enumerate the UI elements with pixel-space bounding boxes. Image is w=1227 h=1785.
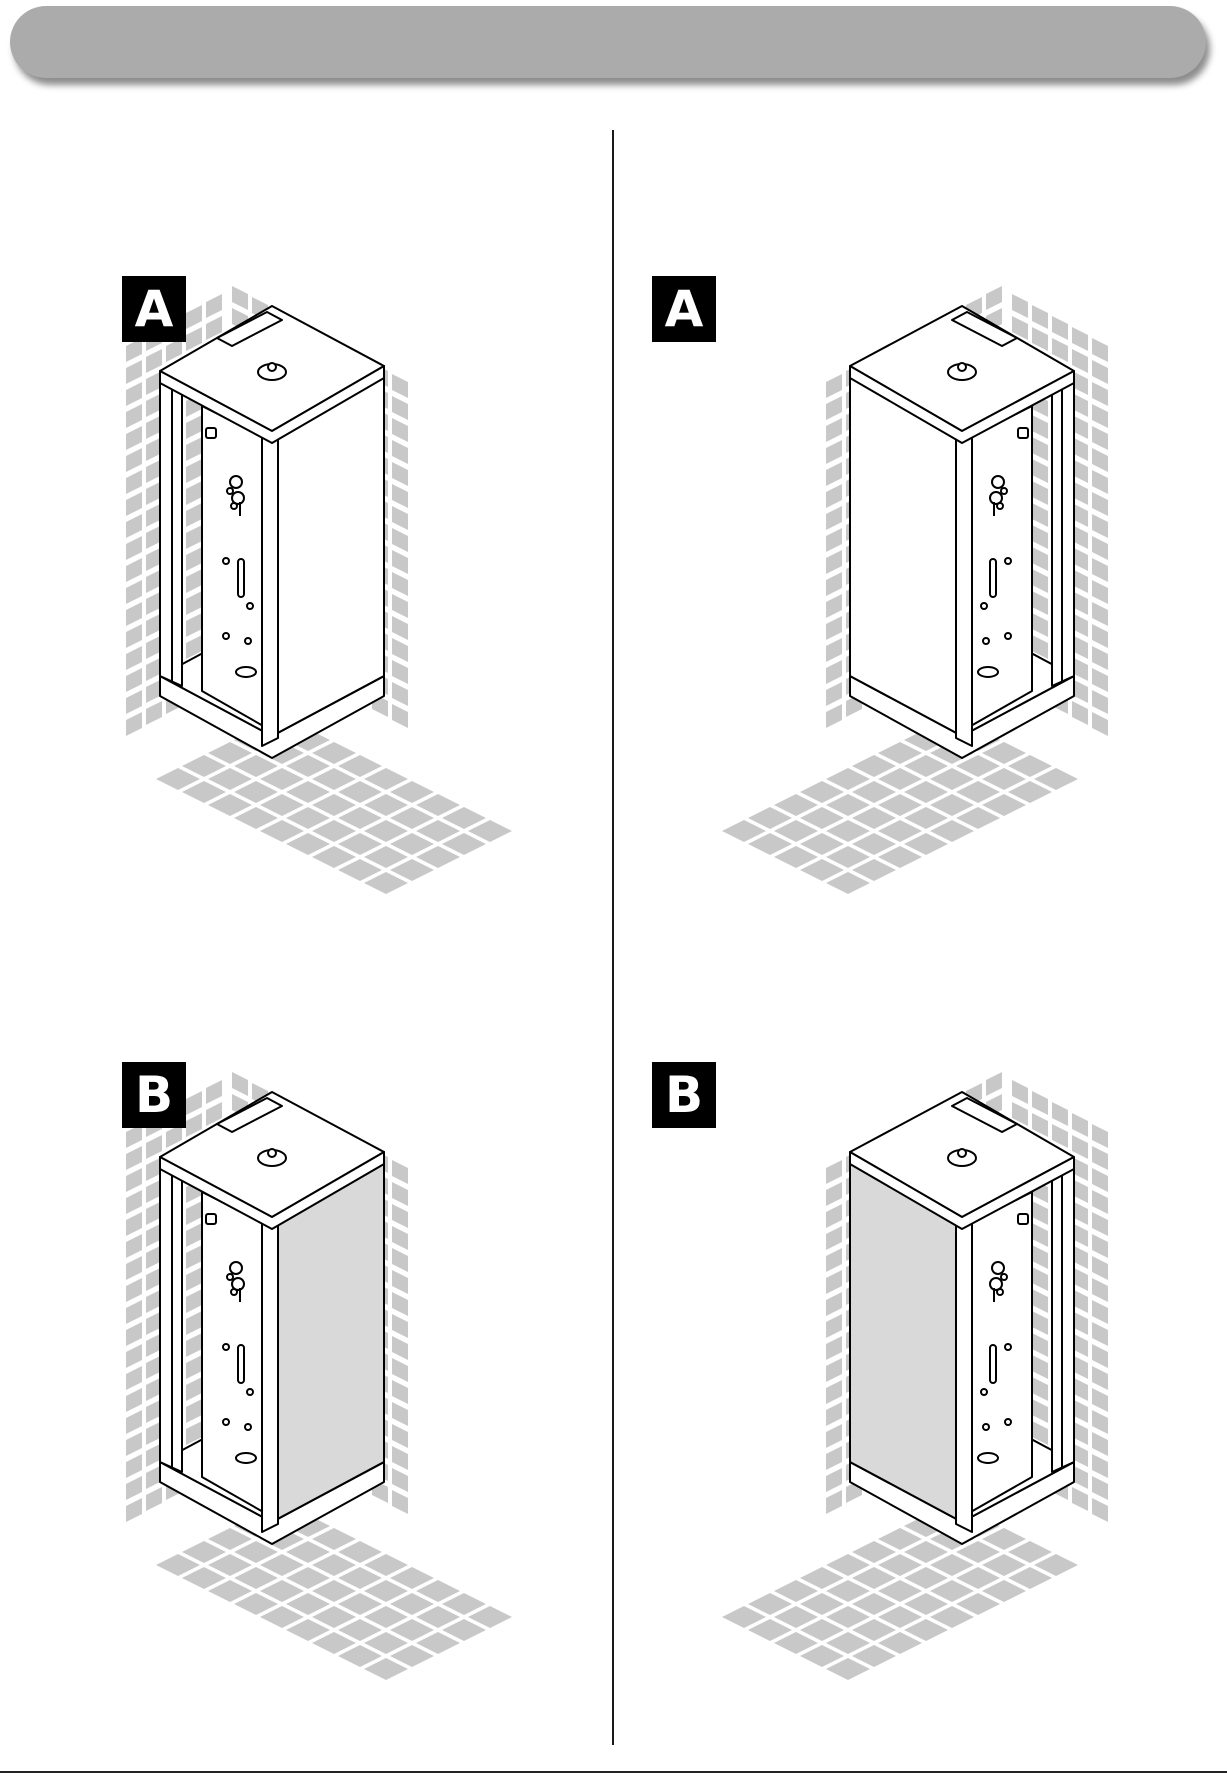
fittings: [977, 427, 1029, 678]
figure-label-b: B: [122, 1062, 186, 1128]
fittings: [205, 427, 257, 678]
shower-cabin: [159, 1091, 385, 1545]
fittings: [977, 1213, 1029, 1464]
figure-bottom-right: B: [652, 1062, 1112, 1702]
shower-cabin-illustration: [722, 286, 1108, 894]
figure-label-a: A: [122, 276, 186, 342]
figure-bottom-left: B: [122, 1062, 582, 1702]
shower-cabin: [159, 305, 385, 759]
figure-top-right: A: [652, 276, 1112, 916]
shower-cabin-illustration: [126, 286, 512, 894]
shower-cabin-illustration: [126, 1072, 512, 1680]
shower-cabin-illustration: [722, 1072, 1108, 1680]
footer-rule: [0, 1771, 1227, 1773]
figure-label-b: B: [652, 1062, 716, 1128]
column-divider: [612, 130, 614, 1745]
fittings: [205, 1213, 257, 1464]
shower-cabin: [849, 305, 1075, 759]
figure-label-a: A: [652, 276, 716, 342]
header-bar: [10, 6, 1206, 78]
shower-cabin: [849, 1091, 1075, 1545]
figure-top-left: A: [122, 276, 582, 916]
